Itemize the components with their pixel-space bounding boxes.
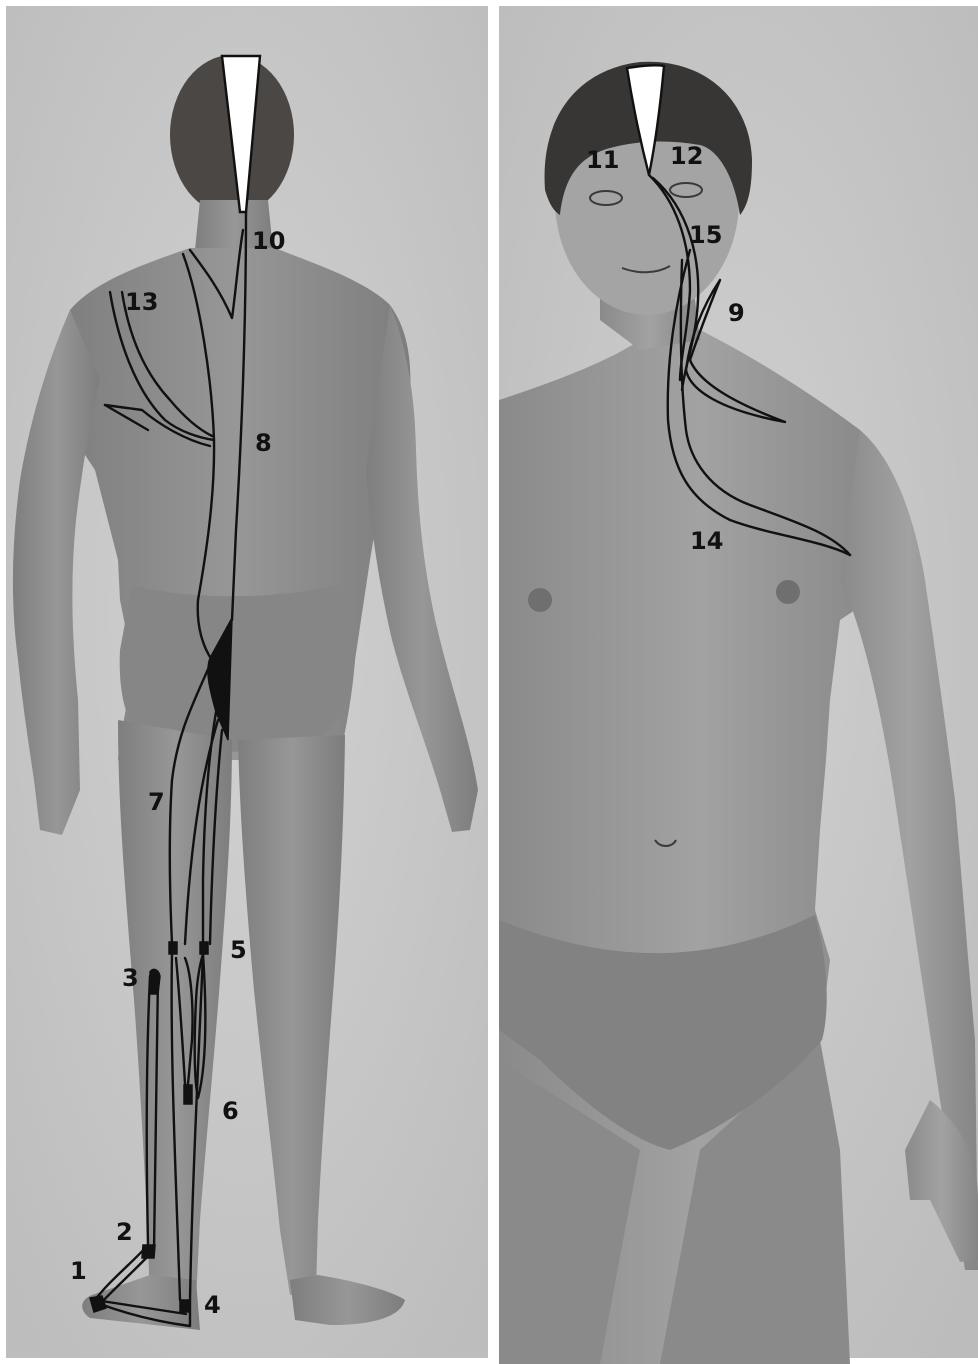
label-7: 7 (148, 788, 165, 816)
label-6: 6 (222, 1097, 239, 1125)
label-10: 10 (252, 227, 285, 255)
label-4: 4 (204, 1291, 221, 1319)
front-view-panel: 11 12 15 9 14 (499, 6, 978, 1364)
label-13: 13 (125, 288, 158, 316)
label-1: 1 (70, 1257, 87, 1285)
label-3: 3 (122, 964, 139, 992)
label-14: 14 (690, 527, 723, 555)
back-view-panel: 1 2 3 4 5 6 7 8 10 13 (6, 6, 488, 1358)
label-15: 15 (689, 221, 722, 249)
label-11: 11 (586, 146, 619, 174)
label-2: 2 (116, 1218, 133, 1246)
label-9: 9 (728, 299, 745, 327)
label-5: 5 (230, 936, 247, 964)
label-12: 12 (670, 142, 703, 170)
label-8: 8 (255, 429, 272, 457)
